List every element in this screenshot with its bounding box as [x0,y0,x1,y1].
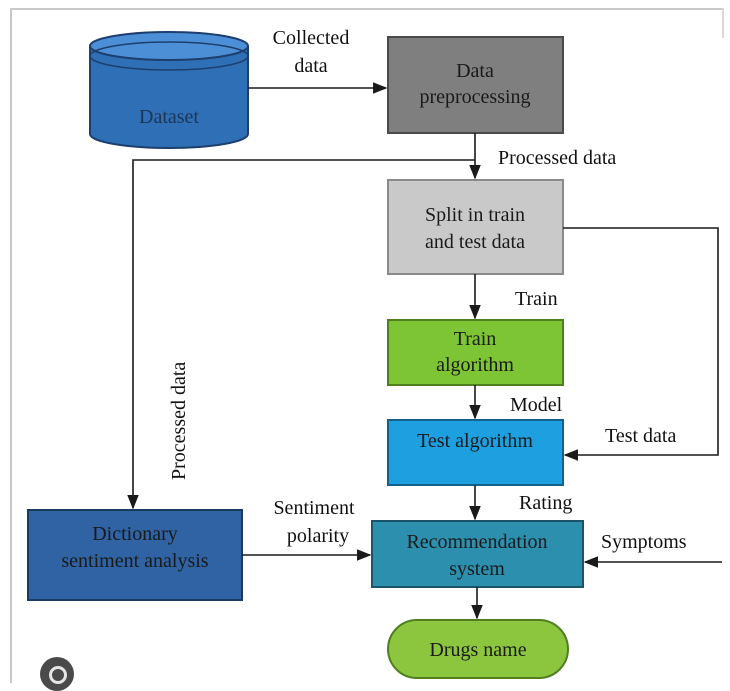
test-label: Test algorithm [417,430,533,452]
edge-label-sentiment-line1: Sentiment [273,497,355,519]
recommendation-label-line2: system [449,558,505,580]
dictionary-label-line2: sentiment analysis [61,550,208,572]
camera-lens-icon [49,666,67,684]
edge-label-rating: Rating [519,492,572,514]
dataset-node: Dataset [89,31,249,149]
recommendation-node: Recommendation system [371,520,584,588]
train-node: Train algorithm [387,319,564,386]
split-node: Split in train and test data [387,179,564,275]
test-node: Test algorithm [387,419,564,486]
dataset-label: Dataset [139,106,199,128]
edge-label-processed-vertical: Processed data [168,362,190,480]
edge-label-train: Train [515,288,558,310]
split-label-line2: and test data [425,231,525,253]
edge-preprocessing-to-dictionary [127,159,475,510]
frame-border-right [722,8,724,38]
edge-split-to-test [563,227,719,461]
preprocessing-label-line1: Data [456,60,494,82]
edge-label-collected-line1: Collected [273,27,350,49]
edge-label-sentiment-line2: polarity [287,525,349,547]
dictionary-node: Dictionary sentiment analysis [27,509,243,601]
train-label-line1: Train [454,328,497,350]
dictionary-label-line1: Dictionary [92,523,178,545]
train-label-line2: algorithm [436,354,514,376]
split-label-line1: Split in train [425,204,525,226]
frame-border-left [10,8,12,683]
drugs-label: Drugs name [429,639,526,661]
preprocessing-label-line2: preprocessing [419,86,530,108]
edge-label-symptoms: Symptoms [601,531,687,553]
preprocessing-node: Data preprocessing [387,36,564,134]
edge-label-model: Model [510,394,563,416]
edge-label-processed: Processed data [498,147,616,169]
edge-label-test-data: Test data [605,425,676,447]
frame-border-top [10,8,722,10]
edge-label-collected-line2: data [294,55,327,77]
recommendation-label-line1: Recommendation [406,531,547,553]
drugs-node: Drugs name [387,619,569,679]
